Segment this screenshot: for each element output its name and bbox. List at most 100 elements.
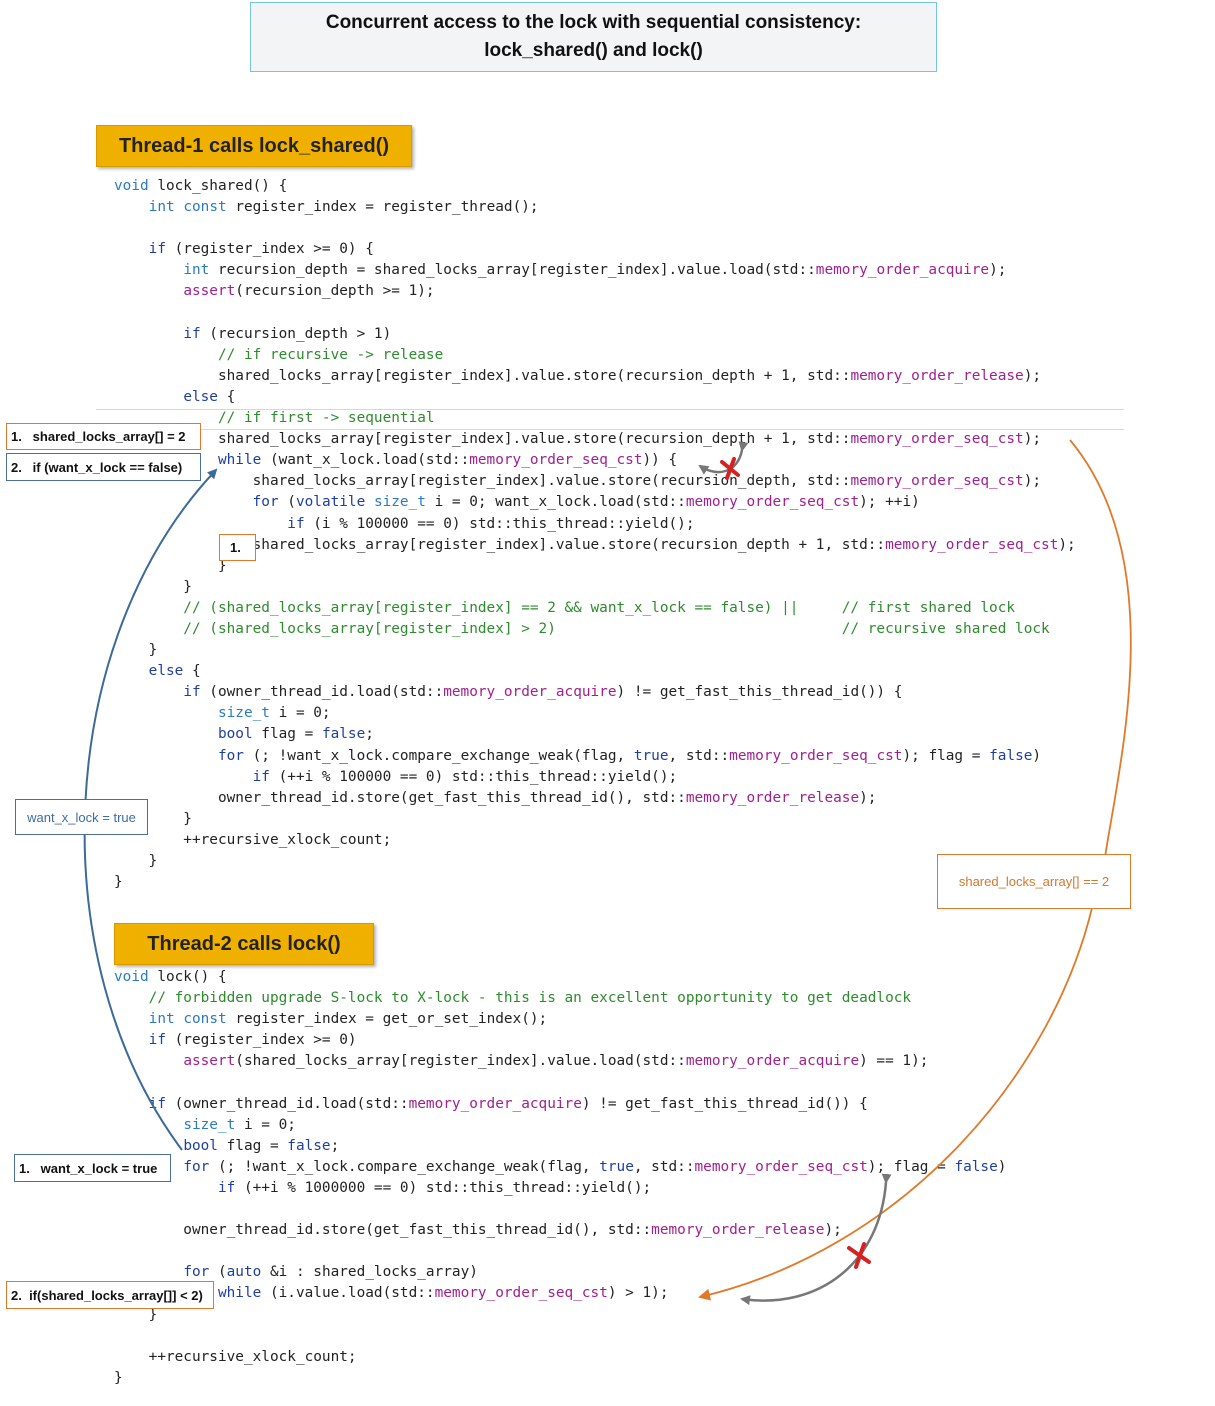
code-token: ( (209, 1264, 227, 1281)
code-token: memory_order_seq_cst (685, 494, 860, 511)
code-token: (i.value.load(std:: (261, 1285, 435, 1302)
code-token: // (shared_locks_array[register_index] >… (114, 620, 1050, 637)
gray-arrow-top (698, 441, 749, 475)
title-line-2: lock_shared() and lock() (484, 40, 703, 61)
code-line: } (114, 1305, 1006, 1326)
code-token: true (599, 1158, 634, 1175)
gray-arrow-bottom (740, 1173, 892, 1306)
code-token: ) > 1); (607, 1285, 669, 1302)
note-t2-step2: 2. if(shared_locks_array[]] < 2) (6, 1281, 214, 1309)
code-token: ++recursive_xlock_count; (114, 1348, 357, 1365)
code-line: ++recursive_xlock_count; (114, 830, 1076, 851)
code-token: ); (1023, 431, 1042, 448)
code-token: (; !want_x_lock.compare_exchange_weak(fl… (243, 747, 634, 764)
code-token: size_t (217, 705, 270, 722)
code-token: } (114, 853, 158, 869)
code-token: if (148, 1032, 166, 1049)
code-token: } (114, 557, 227, 574)
code-token: shared_locks_array[register_index].value… (114, 431, 851, 448)
code-token: // if recursive -> release (114, 346, 444, 363)
code-line: // (shared_locks_array[register_index] >… (114, 619, 1076, 640)
code-token: (recursion_depth > 1) (200, 325, 392, 342)
code-line: shared_locks_array[register_index].value… (114, 535, 1076, 556)
code-token: false (287, 1137, 331, 1154)
code-token: if (217, 1179, 236, 1196)
code-line: for (auto &i : shared_locks_array) (114, 1262, 1006, 1283)
code-token: ); (1023, 367, 1042, 384)
code-token: { (183, 663, 201, 680)
title-box: Concurrent access to the lock with seque… (250, 2, 937, 72)
code-line: bool flag = false; (114, 1136, 1006, 1157)
code-token: } (114, 874, 123, 891)
code-token: assert (183, 283, 236, 300)
code-line: } (114, 1368, 1006, 1389)
code-line: // forbidden upgrade S-lock to X-lock - … (114, 988, 1006, 1009)
code-line: size_t i = 0; (114, 703, 1076, 724)
code-token: true (633, 747, 669, 764)
code-token: ; (330, 1137, 340, 1154)
note-t1-step1b: 1. (219, 534, 256, 561)
code-token: ); flag = (867, 1158, 955, 1175)
code-line: owner_thread_id.store(get_fast_this_thre… (114, 788, 1076, 809)
code-token: bool (217, 726, 253, 743)
code-line: for (; !want_x_lock.compare_exchange_wea… (114, 1157, 1006, 1178)
code-token: false (989, 747, 1033, 764)
code-token: if (183, 684, 201, 701)
code-token: ) (1032, 747, 1042, 764)
code-line: shared_locks_array[register_index].value… (114, 471, 1076, 492)
code-line: if (owner_thread_id.load(std::memory_ord… (114, 682, 1076, 703)
code-token: shared_locks_array[register_index].value… (114, 367, 851, 384)
code-token: const (183, 199, 227, 216)
code-token: ); flag = (902, 747, 990, 764)
code-token: , std:: (633, 1158, 695, 1175)
title-line-1: Concurrent access to the lock with seque… (325, 12, 862, 33)
code-token: } (114, 578, 192, 595)
code-token: size_t (183, 1116, 236, 1133)
code-line: if (owner_thread_id.load(std::memory_ord… (114, 1094, 1006, 1115)
code-line: } (114, 556, 1076, 577)
code-token: owner_thread_id.store(get_fast_this_thre… (114, 789, 686, 806)
code-line: void lock() { (114, 967, 1006, 988)
code-token: memory_order_seq_cst (885, 536, 1059, 553)
code-line: // if first -> sequential (114, 408, 1076, 429)
code-token: ; (365, 726, 374, 743)
code-token: (++i % 100000 == 0) std::this_thread::yi… (269, 768, 678, 785)
code-token: ); (989, 262, 1007, 279)
code-token: memory_order_release (685, 789, 860, 806)
code-token: ( (278, 494, 296, 511)
code-token: ); (859, 789, 877, 806)
note-t1-step1: 1. shared_locks_array[] = 2 (6, 423, 201, 450)
code-token: auto (226, 1264, 262, 1281)
code-line: size_t i = 0; (114, 1115, 1006, 1136)
code-line: } (114, 809, 1076, 830)
code-token: memory_order_acquire (685, 1053, 860, 1070)
code-token: } (114, 810, 192, 827)
code-token: (recursion_depth >= 1); (235, 283, 435, 300)
code-token: i = 0; (235, 1116, 296, 1133)
code-line: assert(shared_locks_array[register_index… (114, 1051, 1006, 1072)
code-token: if (183, 325, 201, 342)
code-token: &i : shared_locks_array) (261, 1264, 478, 1281)
code-line: int const register_index = get_or_set_in… (114, 1009, 1006, 1030)
lock-code: void lock() { // forbidden upgrade S-loc… (114, 967, 1006, 1389)
code-token: register_index = get_or_set_index(); (226, 1011, 548, 1028)
code-token: int (148, 1011, 175, 1028)
code-line: if (i % 100000 == 0) std::this_thread::y… (114, 514, 1076, 535)
code-token: { (217, 388, 236, 405)
code-token: flag = (252, 726, 322, 743)
code-line: ++recursive_xlock_count; (114, 1347, 1006, 1368)
code-token: const (183, 1011, 227, 1028)
code-token: (register_index >= 0) (165, 1032, 357, 1049)
code-token: while (217, 1285, 262, 1302)
code-token: if (252, 768, 270, 785)
code-token: for (183, 1264, 210, 1281)
code-token: (register_index >= 0) { (165, 241, 374, 258)
code-token: i = 0; (269, 705, 331, 722)
code-token: (want_x_lock.load(std:: (261, 452, 470, 469)
code-token: memory_order_seq_cst (729, 747, 903, 764)
code-token: ) (997, 1158, 1007, 1175)
code-token: ); (1058, 536, 1076, 553)
code-line: void lock_shared() { (114, 176, 1076, 197)
code-token: (owner_thread_id.load(std:: (165, 1095, 409, 1112)
